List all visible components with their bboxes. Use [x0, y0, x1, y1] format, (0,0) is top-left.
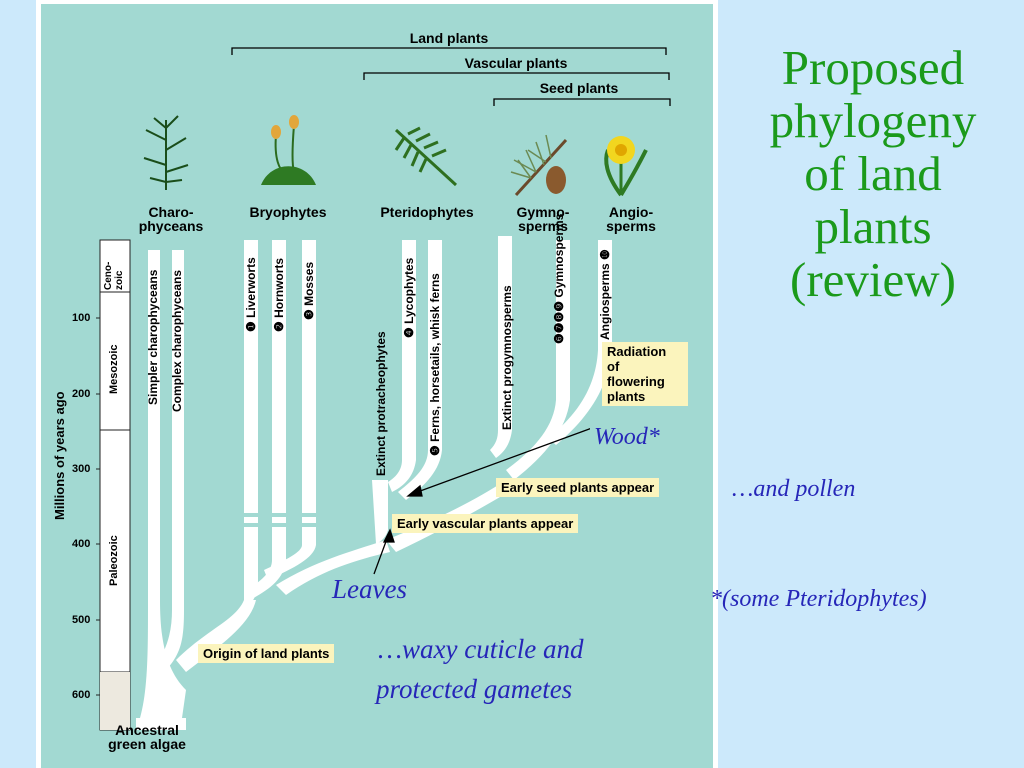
era-mesozoic: Mesozoic [108, 344, 120, 394]
branch-root [136, 718, 186, 730]
gymnosperms-lineage-label: ❻❼❽❾ Gymnosperms [552, 213, 566, 344]
leaves-note: Leaves [332, 574, 407, 604]
phylogeny-tree [96, 47, 671, 731]
simpler-charophyceans-label: Simpler charophyceans [146, 269, 160, 405]
origin-callout: Origin of land plants [198, 644, 335, 663]
branches [136, 236, 612, 730]
tick-400: 400 [72, 538, 91, 550]
era-paleozoic: Paleozoic [108, 535, 120, 586]
lycophytes-label: ❹ Lycophytes [402, 257, 416, 338]
angiosperms-lineage-label: Angiosperms ❿ [598, 249, 612, 340]
early-vascular-callout: Early vascular plants appear [392, 514, 579, 533]
era-cenozoic: Ceno- zoic [103, 261, 125, 290]
fern-icon [394, 126, 458, 187]
branch-protracheophytes [372, 480, 388, 544]
early-seed-callout: Early seed plants appear [496, 478, 660, 497]
branch-angiosperms [548, 240, 612, 445]
land-plants-bracket [231, 47, 667, 55]
tick-200: 200 [72, 388, 91, 400]
branch-simpler-charophyceans [140, 250, 186, 718]
branch-hornworts [246, 240, 286, 600]
branch-ferns [398, 240, 442, 500]
branch-progymnosperms [490, 236, 512, 458]
gymnosperm-icon [510, 134, 568, 197]
waxy-note-line2: protected gametes [376, 674, 573, 704]
seed-plants-label: Seed plants [539, 80, 619, 96]
branch-gymnosperms [506, 240, 570, 480]
tick-300: 300 [72, 463, 91, 475]
pteridophytes-label: Pteridophytes [380, 204, 474, 220]
slide-title: Proposed phylogeny of land plants (revie… [769, 40, 977, 307]
hornworts-label: ❷ Hornworts [272, 257, 286, 332]
tick-500: 500 [72, 614, 91, 626]
bryophytes-label: Bryophytes [249, 204, 327, 220]
ancestral-algae-label: Ancestral green algae [108, 722, 186, 752]
angiosperms-group-label: Angio- sperms [606, 204, 656, 234]
seed-plants-bracket [493, 98, 671, 106]
land-plants-label: Land plants [409, 30, 489, 46]
some-pteridophytes-note: *(some Pteridophytes) [710, 586, 927, 612]
branch-mosses [264, 240, 316, 580]
tick-100: 100 [72, 312, 91, 324]
branch-lycophytes [388, 240, 416, 492]
waxy-note-box: …waxy cuticle and protected gametes [366, 624, 692, 716]
branch-vascular-stem [276, 540, 390, 595]
branch-complex-charophyceans [152, 250, 184, 672]
bryophyte-icon [261, 115, 316, 185]
charophyceans-label: Charo- phyceans [138, 204, 204, 234]
branch-land-stem [176, 600, 256, 672]
waxy-note-line1: …waxy cuticle and [378, 634, 584, 664]
angiosperm-icon [604, 136, 648, 197]
vascular-plants-bracket [363, 72, 670, 80]
complex-charophyceans-label: Complex charophyceans [170, 269, 184, 412]
radiation-callout: Radiation of flowering plants [602, 342, 688, 406]
protracheophytes-label: Extinct protracheophytes [374, 331, 388, 476]
liverworts-label: ❶ Liverworts [244, 257, 258, 332]
ferns-label: ❺ Ferns, horsetails, whisk ferns [428, 273, 442, 456]
annotation-arrows [373, 427, 593, 575]
gymnosperms-group-label: Gymno- sperms [516, 204, 570, 234]
vascular-plants-label: Vascular plants [464, 55, 568, 71]
progymnosperms-label: Extinct progymnosperms [500, 285, 514, 430]
mosses-label: ❸ Mosses [302, 261, 316, 320]
axis-title: Millions of years ago [52, 391, 67, 520]
charophycean-icon [143, 115, 189, 190]
phylogeny-figure: Land plants Vascular plants Seed plants … [36, 0, 718, 768]
pollen-note: …and pollen [732, 476, 856, 502]
clade-brackets [231, 47, 671, 106]
time-scale [96, 239, 131, 731]
wood-note: Wood* [590, 424, 664, 451]
tick-600: 600 [72, 689, 91, 701]
